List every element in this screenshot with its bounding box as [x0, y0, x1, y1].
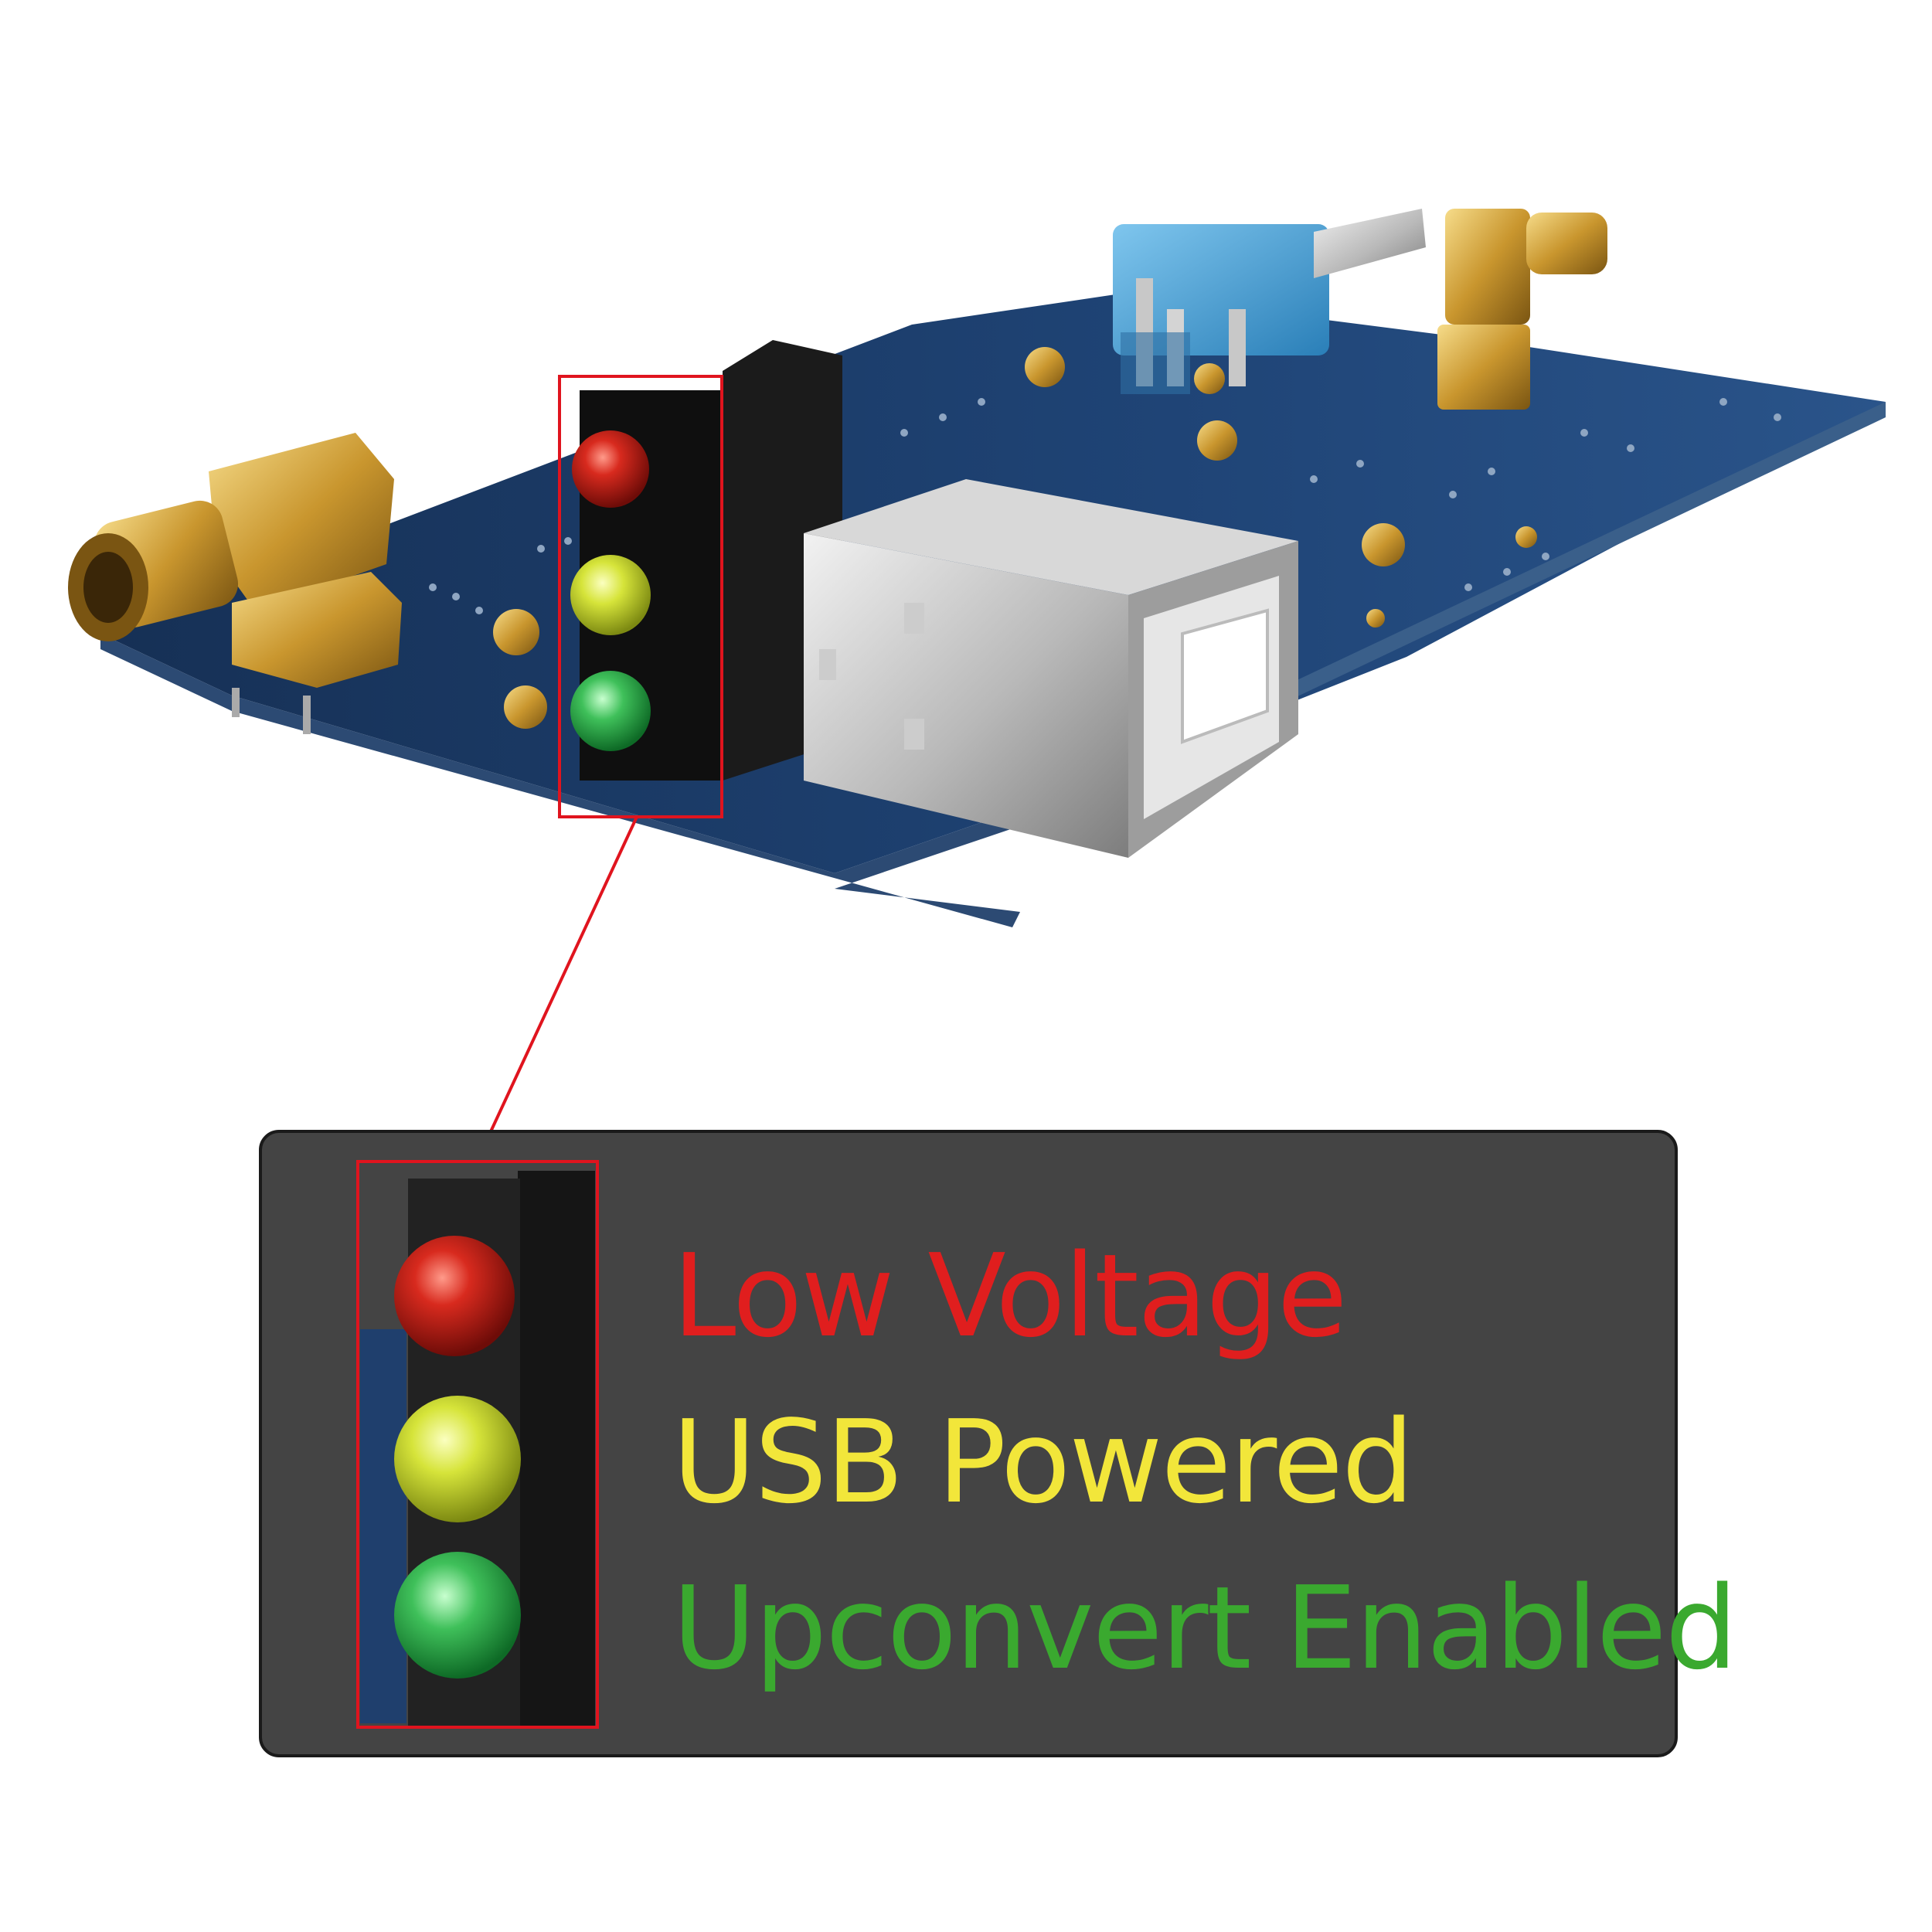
sma-connector-left: [68, 433, 402, 734]
legend-label-low-voltage: Low Voltage: [672, 1230, 1348, 1362]
sma-leg: [303, 696, 311, 734]
via-pad: [1025, 347, 1065, 387]
via-pad: [493, 609, 539, 655]
usb-tab: [819, 649, 836, 680]
board-led-green: [570, 671, 651, 751]
sma-base: [1437, 325, 1530, 410]
usb-tab: [904, 603, 924, 634]
sma-connector-right: [1437, 209, 1607, 410]
board-led-yellow: [570, 555, 651, 635]
callout-line: [475, 816, 638, 1162]
switch-pin: [1121, 332, 1190, 394]
via-pad: [1194, 363, 1225, 394]
toggle-switch: [1113, 209, 1426, 394]
sma-opening-inner: [83, 552, 133, 623]
usb-port-insert: [1181, 608, 1269, 744]
board-vias: [493, 347, 1537, 729]
sma-body: [1445, 209, 1530, 325]
via-pad: [1197, 420, 1237, 461]
board-led-red: [572, 430, 649, 508]
via-pad: [1366, 609, 1385, 628]
via-pad: [1362, 523, 1405, 566]
sma-mount-nut: [232, 572, 402, 688]
via-pad: [504, 685, 547, 729]
legend-label-usb-powered: USB Powered: [672, 1396, 1414, 1529]
legend-label-upconvert-enabled: Upconvert Enabled: [672, 1562, 1738, 1695]
usb-b-connector: [804, 479, 1298, 858]
switch-lever: [1314, 209, 1426, 278]
usb-top: [804, 479, 1298, 595]
via-pad: [1515, 526, 1537, 548]
led-holder: [570, 340, 842, 781]
usb-front: [804, 533, 1128, 858]
switch-pin: [1229, 309, 1246, 386]
usb-tab: [904, 719, 924, 750]
sma-hex-body: [209, 433, 394, 611]
sma-barrel: [1526, 213, 1607, 274]
board-highlight-box: [558, 375, 723, 818]
sma-leg: [232, 688, 240, 717]
